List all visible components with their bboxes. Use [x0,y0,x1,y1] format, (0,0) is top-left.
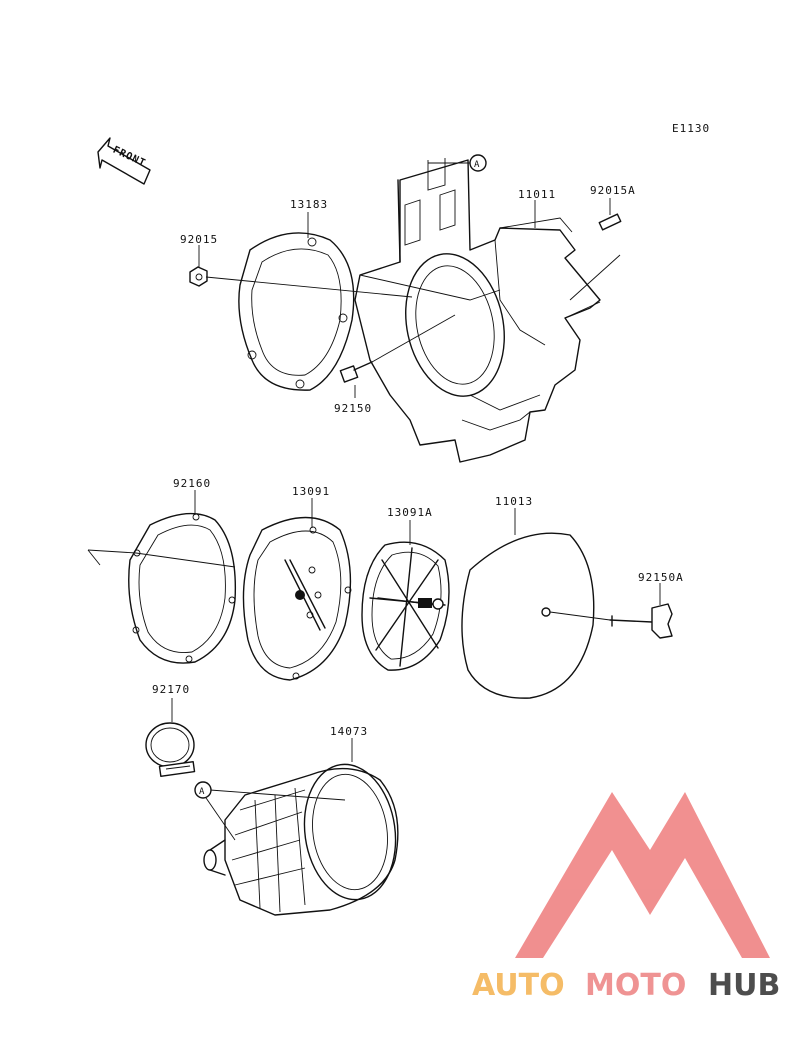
part-label-14073: 14073 [330,725,368,738]
watermark-logo-mark [515,792,770,958]
part-label-92160: 92160 [173,477,211,490]
part-label-11011: 11011 [518,188,556,201]
watermark-text-hub: HUB [708,968,780,1003]
bolt-92150 [339,361,373,383]
middle-leader-lines [87,490,661,621]
part-label-92170: 92170 [152,683,190,696]
air-box-case [354,158,601,463]
part-label-92150: 92150 [334,402,372,415]
diagram-ref-code: E1130 [672,122,710,135]
part-label-11013: 11013 [495,495,533,508]
front-direction-arrow: FRONT [97,137,151,185]
part-label-92015A: 92015A [590,184,636,197]
upper-leader-lines [198,162,621,398]
watermark-logo-inner [583,905,640,958]
lower-leader-lines [171,698,353,841]
callout-a-lower: A [194,781,212,799]
part-label-13091A: 13091A [387,506,433,519]
wing-bolt-92150A [609,603,673,639]
part-label-13091: 13091 [292,485,330,498]
callout-a-lower-text: A [199,787,205,797]
air-duct-14073 [203,763,399,916]
nut-92015 [189,266,208,287]
watermark-text-auto: AUTO [472,968,565,1003]
automotohub-logo: AUTO MOTO HUB [472,792,780,1003]
part-label-92015: 92015 [180,233,218,246]
part-label-92150A: 92150A [638,571,684,584]
watermark-text-moto: MOTO [585,968,686,1003]
filter-cage-13091A [361,541,450,671]
callout-a-upper-text: A [474,160,480,170]
pin-92015A [598,213,622,231]
callout-a-upper: A [469,154,487,172]
clamp-92170 [145,722,196,778]
air-filter-element-11013 [461,532,595,699]
part-label-13183: 13183 [290,198,328,211]
filter-holder-13091 [242,516,352,681]
gasket-92160 [128,512,237,664]
air-box-seal-13183 [238,232,355,391]
